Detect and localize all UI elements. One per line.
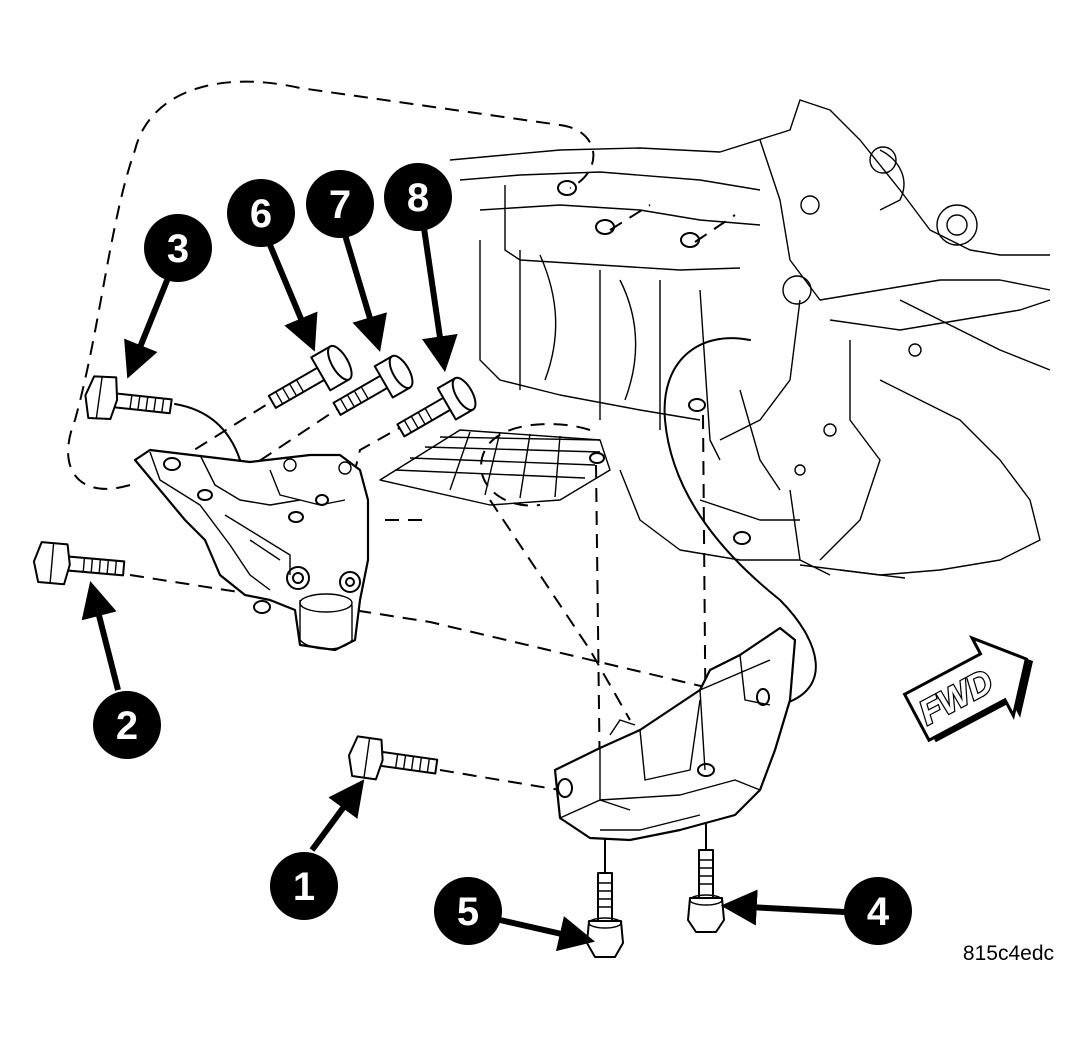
callout-2: 2: [93, 691, 161, 759]
bolt-6: [267, 344, 353, 409]
callout-4-label: 4: [867, 890, 890, 934]
bolt-2: [32, 541, 126, 586]
bolt-8: [396, 376, 477, 438]
figure-code: 815c4edc: [963, 942, 1054, 965]
bolt-5: [586, 872, 624, 958]
callout-1: 1: [270, 852, 338, 920]
upper-mount-bracket: [133, 448, 370, 652]
callout-5: 5: [434, 877, 502, 945]
callout-arrows: [81, 227, 846, 952]
callout-5-label: 5: [457, 890, 479, 934]
callout-6: 6: [227, 179, 295, 247]
callout-2-label: 2: [116, 704, 138, 748]
bolt-4: [687, 849, 725, 933]
callout-8-label: 8: [407, 176, 429, 220]
callout-7: 7: [306, 170, 374, 238]
callout-6-label: 6: [250, 192, 272, 236]
callout-4: 4: [844, 877, 912, 945]
fwd-direction-arrow: FWD: [902, 635, 1034, 743]
callout-1-label: 1: [293, 865, 315, 909]
bolt-1: [347, 735, 439, 781]
callout-8: 8: [384, 163, 452, 231]
callout-3-label: 3: [167, 227, 189, 271]
callout-3: 3: [144, 214, 212, 282]
assembly-lines: [67, 80, 817, 876]
bolt-3: [84, 375, 173, 421]
callout-7-label: 7: [329, 183, 351, 227]
engine-block-illustration: [379, 99, 1051, 579]
bolt-7: [332, 354, 414, 416]
lower-mount-bracket: [553, 626, 797, 842]
